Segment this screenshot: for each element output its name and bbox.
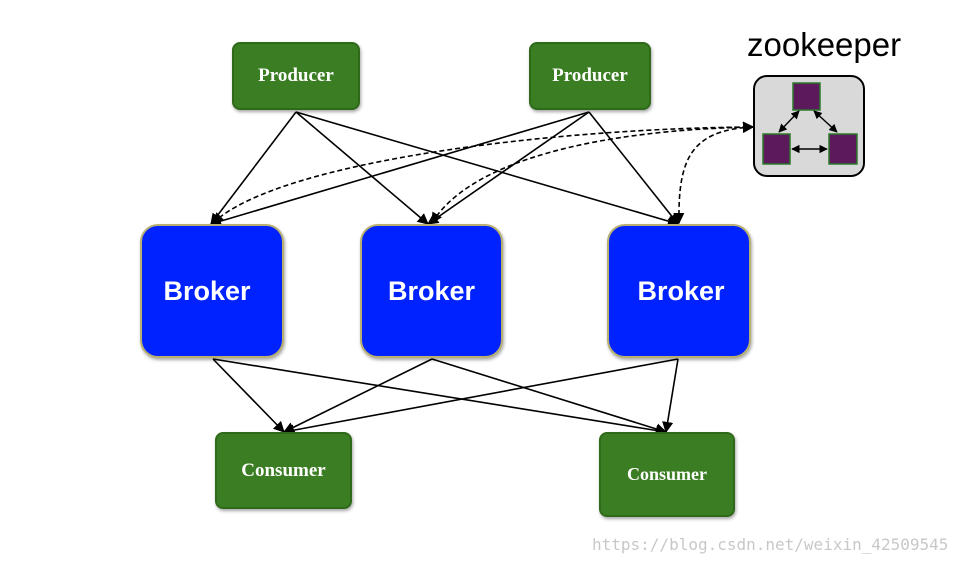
zookeeper-nodes-graphic — [762, 82, 858, 165]
zookeeper-link-top-right — [813, 110, 838, 133]
zookeeper-node-top — [792, 82, 821, 111]
broker2-to-consumer2-arrow — [431, 358, 668, 435]
broker-box: Broker — [360, 224, 503, 358]
zookeeper-broker1-dashed-link — [212, 121, 755, 224]
producer-label: Producer — [552, 65, 628, 86]
broker3-to-consumer2-arrow — [662, 358, 679, 434]
watermark-url: https://blog.csdn.net/weixin_42509545 — [592, 535, 949, 554]
producer-box: Producer — [529, 42, 651, 110]
zookeeper-ensemble — [753, 75, 865, 177]
producer2-to-broker2-arrow — [427, 111, 590, 225]
producer1-to-broker1-arrow — [210, 111, 297, 225]
zookeeper-broker3-dashed-link — [673, 121, 755, 225]
consumer-label: Consumer — [241, 459, 326, 481]
broker-label: Broker — [163, 275, 251, 306]
broker1-to-consumer1-arrow — [212, 358, 285, 433]
consumer-box: Consumer — [599, 432, 735, 517]
zookeeper-title: zookeeper — [747, 26, 902, 63]
producer-label: Producer — [258, 65, 334, 86]
zookeeper-node-left — [762, 133, 791, 165]
producer-box: Producer — [232, 42, 360, 110]
producer1-to-broker2-arrow — [295, 111, 429, 225]
broker-box: Broker — [140, 224, 284, 358]
broker-label: Broker — [637, 275, 725, 306]
broker-label: Broker — [387, 275, 476, 306]
zookeeper-node-right — [828, 133, 858, 165]
zookeeper-broker2-dashed-link — [431, 121, 755, 224]
zookeeper-link-top-left — [778, 110, 800, 133]
consumer-label: Consumer — [627, 464, 707, 484]
broker2-to-consumer1-arrow — [282, 358, 433, 433]
broker-box: Broker — [607, 224, 751, 358]
broker1-to-consumer2-arrow — [212, 358, 668, 436]
broker3-to-consumer1-arrow — [282, 358, 679, 436]
producer2-to-broker1-arrow — [209, 111, 590, 227]
consumer-box: Consumer — [215, 432, 352, 509]
